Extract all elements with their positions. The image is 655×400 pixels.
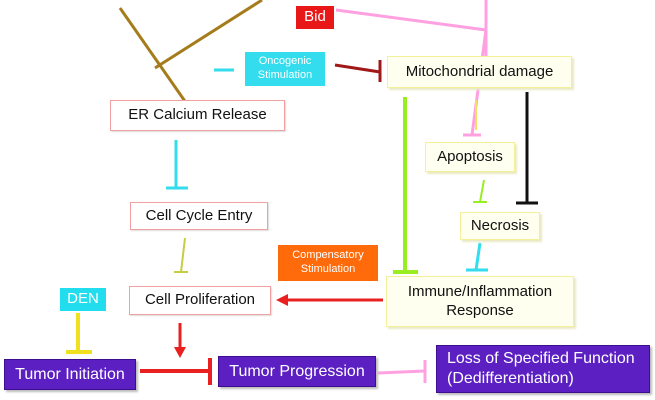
loss-line-2: (Dedifferentiation)	[447, 370, 574, 387]
loss-line-1: Loss of Specified Function	[447, 350, 635, 367]
er-to-cellcycle-line	[166, 140, 188, 190]
apoptosis-to-necrosis-line	[473, 179, 487, 203]
immune-to-mito-line	[393, 97, 418, 274]
immune-line-1: Immune/Inflammation	[407, 282, 553, 300]
necrosis-box: Necrosis	[460, 212, 540, 240]
initiation-to-progression-line	[140, 358, 212, 385]
loss-of-specified-function-box: Loss of Specified Function (Dedifferenti…	[436, 345, 650, 393]
immune-line-2: Response	[446, 301, 514, 319]
tumor-initiation-box: Tumor Initiation	[4, 359, 136, 390]
compensatory-stimulation-box: Compensatory Stimulation	[278, 245, 378, 281]
proliferation-to-progression-arrow	[174, 323, 186, 358]
bid-label: Bid	[296, 6, 334, 29]
immune-to-proliferation-arrow	[276, 294, 383, 306]
oncogenic-stimulation-box: Oncogenic Stimulation	[245, 52, 325, 86]
immune-inflammation-response-box: Immune/Inflammation Response	[386, 276, 574, 327]
den-label: DEN	[60, 288, 106, 311]
mitochondrial-damage-box: Mitochondrial damage	[387, 56, 572, 88]
cellcycle-to-proliferation-line	[174, 237, 188, 273]
oncogenic-to-mito-inhibition	[334, 60, 382, 82]
apoptosis-box: Apoptosis	[425, 142, 515, 172]
den-to-initiation-line	[66, 313, 92, 354]
progression-to-loss-line	[377, 360, 427, 383]
mito-to-necrosis-inhibition	[516, 92, 538, 205]
necrosis-to-immune-line	[466, 242, 488, 272]
cell-proliferation-box: Cell Proliferation	[129, 286, 271, 315]
tumor-progression-box: Tumor Progression	[218, 356, 376, 387]
cell-cycle-entry-box: Cell Cycle Entry	[130, 202, 268, 230]
er-calcium-release-box: ER Calcium Release	[110, 100, 285, 131]
